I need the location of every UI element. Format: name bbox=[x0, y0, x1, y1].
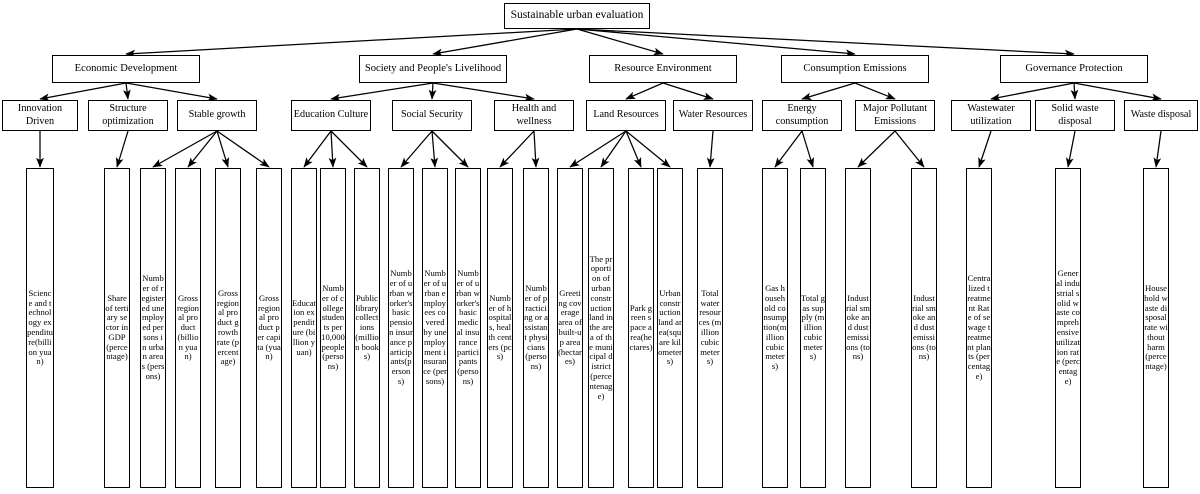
node-sub-water-resources[interactable]: Water Resources bbox=[673, 100, 753, 131]
node-indicator-label: Number of practicing or assistant physic… bbox=[524, 284, 548, 372]
node-indicator-label: Household waste disposal rate without ha… bbox=[1144, 284, 1168, 372]
node-sub-structure-optimization[interactable]: Structure optimization bbox=[88, 100, 168, 131]
node-indicator[interactable]: Household waste disposal rate without ha… bbox=[1143, 168, 1169, 488]
node-criteria-consumption-emissions[interactable]: Consumption Emissions bbox=[781, 55, 929, 83]
node-criteria-economic-development[interactable]: Economic Development bbox=[52, 55, 200, 83]
node-indicator[interactable]: Gross regional product growth rate (perc… bbox=[215, 168, 241, 488]
node-indicator-label: Education expenditure (billion yuan) bbox=[292, 299, 316, 358]
node-indicator[interactable]: Education expenditure (billion yuan) bbox=[291, 168, 317, 488]
node-indicator-label: Urban construction land area(square kilo… bbox=[658, 289, 682, 367]
node-indicator-label: Gross regional product (billion yuan) bbox=[176, 294, 200, 363]
node-indicator[interactable]: Gross regional product (billion yuan) bbox=[175, 168, 201, 488]
node-indicator-label: Industrial smoke and dust emissions (ton… bbox=[846, 294, 870, 363]
node-indicator-label: General industrial solid waste comprehen… bbox=[1056, 269, 1080, 387]
node-sub-education-culture[interactable]: Education Culture bbox=[291, 100, 371, 131]
node-label: Energy consumption bbox=[763, 103, 841, 127]
node-indicator[interactable]: Number of practicing or assistant physic… bbox=[523, 168, 549, 488]
node-indicator-label: Greeting coverage area of built-up area(… bbox=[558, 289, 582, 367]
node-sub-energy-consumption[interactable]: Energy consumption bbox=[762, 100, 842, 131]
node-indicator[interactable]: Science and technology expenditure(billi… bbox=[26, 168, 54, 488]
node-label: Economic Development bbox=[75, 63, 178, 76]
node-indicator[interactable]: Public library collections (million book… bbox=[354, 168, 380, 488]
node-criteria-society-and-peoples-livelihood[interactable]: Society and People's Livelihood bbox=[359, 55, 507, 83]
node-indicator[interactable]: Greeting coverage area of built-up area(… bbox=[557, 168, 583, 488]
node-indicator-label: The proportion of urban construction lan… bbox=[589, 255, 613, 402]
node-sub-innovation-driven[interactable]: Innovation Driven bbox=[2, 100, 78, 131]
node-indicator[interactable]: Number of urban worker's basic medical i… bbox=[455, 168, 481, 488]
node-root[interactable]: Sustainable urban evaluation bbox=[504, 3, 650, 29]
node-label: Stable growth bbox=[189, 109, 246, 121]
node-indicator[interactable]: Total water resources (million cubic met… bbox=[697, 168, 723, 488]
node-indicator[interactable]: Total gas supply (million cubic meters) bbox=[800, 168, 826, 488]
node-root-label: Sustainable urban evaluation bbox=[511, 9, 644, 22]
node-label: Water Resources bbox=[679, 109, 747, 121]
node-sub-social-security[interactable]: Social Security bbox=[392, 100, 472, 131]
node-sub-solid-waste-disposal[interactable]: Solid waste disposal bbox=[1035, 100, 1115, 131]
node-label: Consumption Emissions bbox=[803, 63, 906, 76]
node-sub-major-pollutant-emissions[interactable]: Major Pollutant Emissions bbox=[855, 100, 935, 131]
node-indicator[interactable]: Gross regional product per capita (yuan) bbox=[256, 168, 282, 488]
node-indicator-label: Number of registered unemployed persons … bbox=[141, 274, 165, 382]
node-indicator-label: Public library collections (million book… bbox=[355, 294, 379, 363]
node-label: Governance Protection bbox=[1025, 63, 1122, 76]
node-label: Health and wellness bbox=[495, 103, 573, 127]
node-indicator[interactable]: Industrial smoke and dust emissions (ton… bbox=[845, 168, 871, 488]
node-label: Social Security bbox=[401, 109, 463, 121]
node-label: Society and People's Livelihood bbox=[365, 63, 501, 76]
node-indicator-label: Park green space area(hectares) bbox=[629, 304, 653, 353]
node-indicator-label: Industrial smoke and dust emissions (ton… bbox=[912, 294, 936, 363]
node-indicator[interactable]: Number of college students per 10,000 pe… bbox=[320, 168, 346, 488]
node-indicator[interactable]: Gas household consumption(million cubic … bbox=[762, 168, 788, 488]
node-indicator-label: Number of urban worker's basic pension i… bbox=[389, 269, 413, 387]
node-indicator[interactable]: Industrial smoke and dust emissions (ton… bbox=[911, 168, 937, 488]
node-indicator[interactable]: Park green space area(hectares) bbox=[628, 168, 654, 488]
node-indicator-label: Number of hospitals, health centers (pcs… bbox=[488, 294, 512, 363]
node-indicator[interactable]: Number of urban worker's basic pension i… bbox=[388, 168, 414, 488]
node-indicator[interactable]: Share of tertiary sector in GDP (percent… bbox=[104, 168, 130, 488]
node-sub-waste-disposal[interactable]: Waste disposal bbox=[1124, 100, 1198, 131]
node-label: Land Resources bbox=[593, 109, 658, 121]
node-indicator-label: Centralized treatment Rate of sewage tre… bbox=[967, 274, 991, 382]
node-label: Innovation Driven bbox=[3, 103, 77, 127]
node-indicator[interactable]: Number of urban employees covered by une… bbox=[422, 168, 448, 488]
node-indicator-label: Share of tertiary sector in GDP (percent… bbox=[105, 294, 129, 363]
node-indicator[interactable]: Urban construction land area(square kilo… bbox=[657, 168, 683, 488]
node-label: Wastewater utilization bbox=[952, 103, 1030, 127]
node-indicator-label: Gas household consumption(million cubic … bbox=[763, 284, 787, 372]
node-indicator-label: Gross regional product per capita (yuan) bbox=[257, 294, 281, 363]
node-indicator-label: Number of urban employees covered by une… bbox=[423, 269, 447, 387]
node-label: Major Pollutant Emissions bbox=[856, 103, 934, 127]
node-indicator[interactable]: Number of hospitals, health centers (pcs… bbox=[487, 168, 513, 488]
node-sub-health-and-wellness[interactable]: Health and wellness bbox=[494, 100, 574, 131]
node-label: Education Culture bbox=[294, 109, 368, 121]
node-sub-wastewater-utilization[interactable]: Wastewater utilization bbox=[951, 100, 1031, 131]
node-indicator-label: Number of urban worker's basic medical i… bbox=[456, 269, 480, 387]
node-sub-stable-growth[interactable]: Stable growth bbox=[177, 100, 257, 131]
node-indicator-label: Total gas supply (million cubic meters) bbox=[801, 294, 825, 363]
node-sub-land-resources[interactable]: Land Resources bbox=[586, 100, 666, 131]
node-criteria-resource-environment[interactable]: Resource Environment bbox=[589, 55, 737, 83]
node-label: Solid waste disposal bbox=[1036, 103, 1114, 127]
node-indicator[interactable]: Number of registered unemployed persons … bbox=[140, 168, 166, 488]
node-indicator-label: Number of college students per 10,000 pe… bbox=[321, 284, 345, 372]
node-criteria-governance-protection[interactable]: Governance Protection bbox=[1000, 55, 1148, 83]
node-label: Resource Environment bbox=[614, 63, 711, 76]
node-indicator-label: Gross regional product growth rate (perc… bbox=[216, 289, 240, 367]
node-indicator-label: Total water resources (million cubic met… bbox=[698, 289, 722, 367]
node-indicator[interactable]: Centralized treatment Rate of sewage tre… bbox=[966, 168, 992, 488]
node-indicator[interactable]: The proportion of urban construction lan… bbox=[588, 168, 614, 488]
node-indicator[interactable]: General industrial solid waste comprehen… bbox=[1055, 168, 1081, 488]
node-label: Waste disposal bbox=[1131, 109, 1192, 121]
node-indicator-label: Science and technology expenditure(billi… bbox=[27, 289, 53, 367]
node-label: Structure optimization bbox=[89, 103, 167, 127]
